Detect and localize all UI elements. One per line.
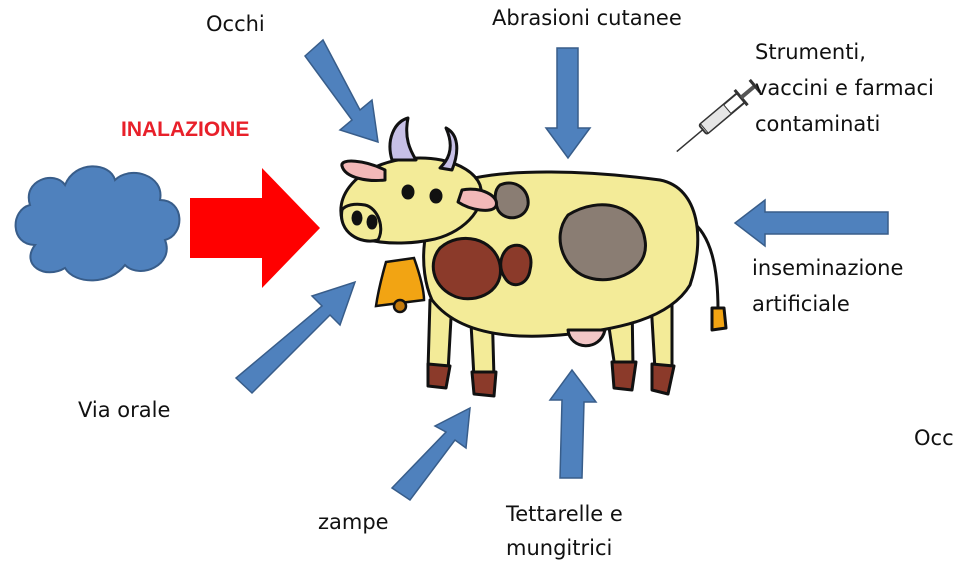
tettarelle-arrow [550,370,596,478]
label-strumenti-line2: vaccini e farmaci [755,74,934,102]
label-inseminazione-line2: artificiale [752,290,850,318]
label-inalazione: INALAZIONE [121,116,249,144]
cloud-icon [16,166,180,280]
cow-icon [341,118,726,396]
label-tettarelle-line1: Tettarelle e [506,500,623,528]
label-zampe: zampe [318,508,389,536]
label-via-orale: Via orale [78,396,170,424]
label-tettarelle-line2: mungitrici [506,534,612,562]
label-strumenti-line3: contaminati [755,110,880,138]
syringe-icon [670,78,761,159]
occhi-arrow [305,40,378,142]
via-orale-arrow [236,282,355,393]
cowbell-icon [376,258,424,312]
label-strumenti-line1: Strumenti, [755,38,866,66]
inalazione-arrow [190,168,320,288]
inseminazione-arrow [735,200,888,246]
label-occhi: Occhi [206,10,265,38]
zampe-arrow [392,408,470,500]
abrasioni-arrow [546,48,590,158]
label-abrasioni-cutanee: Abrasioni cutanee [492,4,682,32]
label-inseminazione-line1: inseminazione [752,254,903,282]
label-occ-cut: Occ [914,424,954,452]
